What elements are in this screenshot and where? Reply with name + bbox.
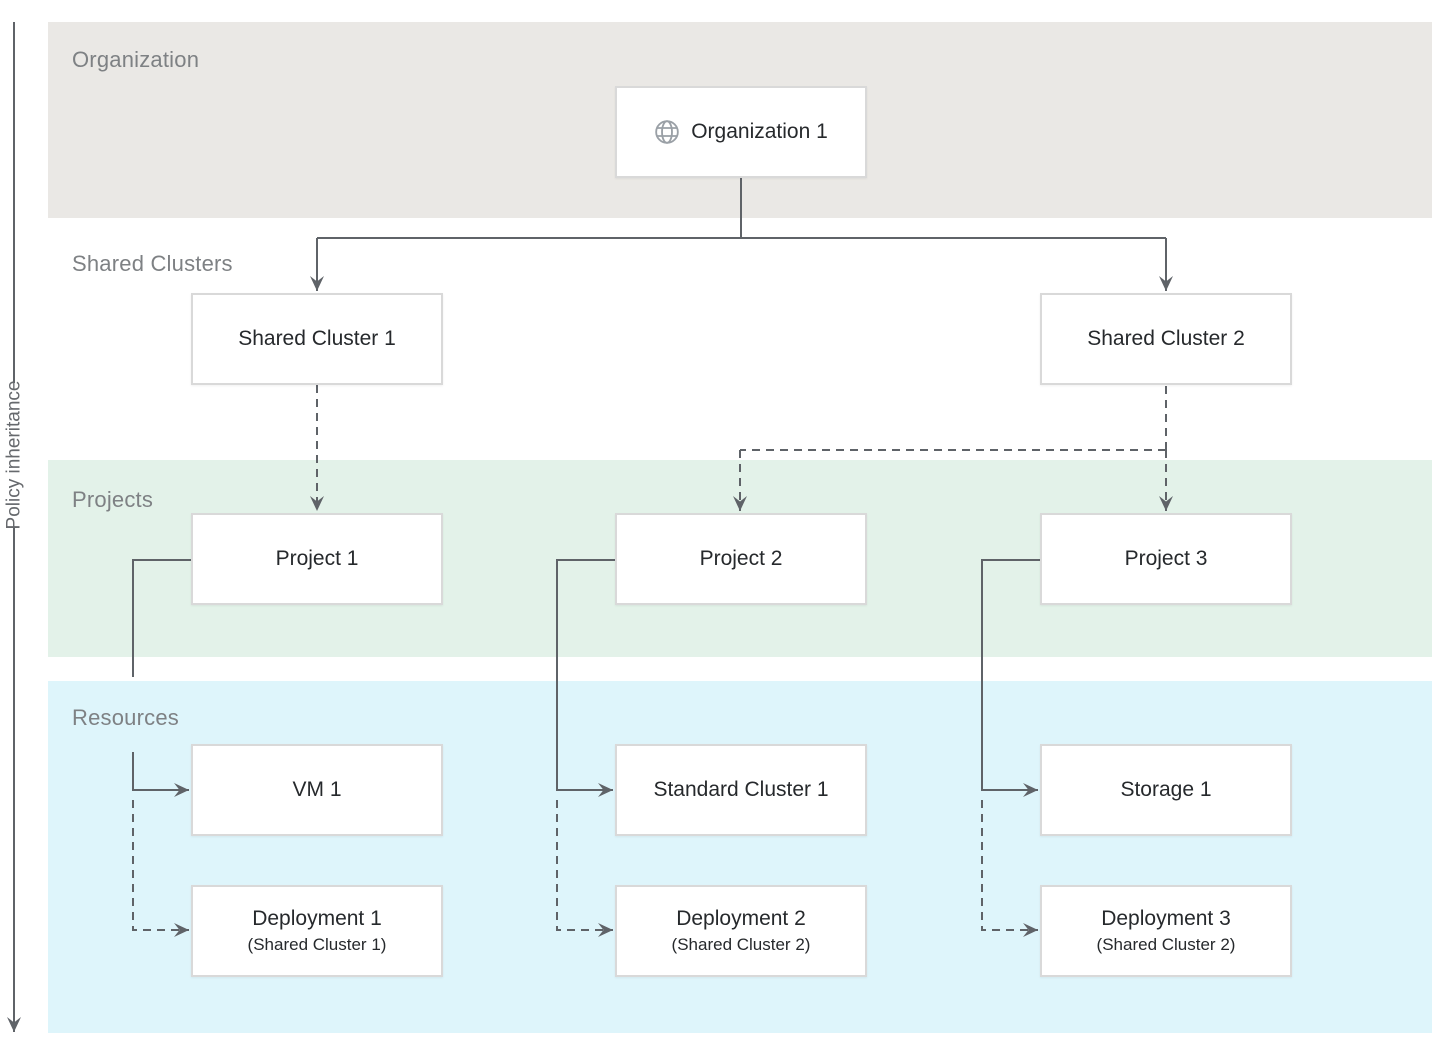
vm-1-node: VM 1 bbox=[191, 744, 443, 836]
globe-icon bbox=[655, 120, 679, 144]
resources-band bbox=[48, 681, 1432, 1033]
shared-clusters-band-label: Shared Clusters bbox=[72, 251, 233, 276]
deployment-1-label: Deployment 1 bbox=[252, 907, 382, 930]
project-2-label: Project 2 bbox=[699, 547, 783, 570]
deployment-2-node: Deployment 2 (Shared Cluster 2) bbox=[615, 885, 867, 977]
projects-band-label: Projects bbox=[72, 487, 154, 512]
storage-1-label: Storage 1 bbox=[1120, 778, 1212, 801]
project-3-node: Project 3 bbox=[1040, 513, 1292, 605]
project-1-label: Project 1 bbox=[275, 547, 359, 570]
project-1-node: Project 1 bbox=[191, 513, 443, 605]
shared-cluster-2-node: Shared Cluster 2 bbox=[1040, 293, 1292, 385]
organization-1-label: Organization 1 bbox=[691, 120, 828, 143]
resources-band-label: Resources bbox=[72, 705, 179, 730]
deployment-3-label: Deployment 3 bbox=[1101, 907, 1231, 930]
project-2-node: Project 2 bbox=[615, 513, 867, 605]
shared-cluster-1-node: Shared Cluster 1 bbox=[191, 293, 443, 385]
storage-1-node: Storage 1 bbox=[1040, 744, 1292, 836]
organization-1-node: Organization 1 bbox=[615, 86, 867, 178]
deployment-1-sublabel: (Shared Cluster 1) bbox=[247, 935, 387, 954]
deployment-2-label: Deployment 2 bbox=[676, 907, 806, 930]
shared-cluster-2-label: Shared Cluster 2 bbox=[1087, 327, 1245, 350]
deployment-2-sublabel: (Shared Cluster 2) bbox=[671, 935, 811, 954]
standard-cluster-1-node: Standard Cluster 1 bbox=[615, 744, 867, 836]
deployment-3-sublabel: (Shared Cluster 2) bbox=[1096, 935, 1236, 954]
organization-band-label: Organization bbox=[72, 47, 200, 72]
deployment-3-node: Deployment 3 (Shared Cluster 2) bbox=[1040, 885, 1292, 977]
policy-inheritance-label: Policy inheritance bbox=[3, 380, 25, 530]
project-3-label: Project 3 bbox=[1124, 547, 1208, 570]
standard-cluster-1-label: Standard Cluster 1 bbox=[653, 778, 829, 801]
shared-cluster-1-label: Shared Cluster 1 bbox=[238, 327, 396, 350]
deployment-1-node: Deployment 1 (Shared Cluster 1) bbox=[191, 885, 443, 977]
vm-1-label: VM 1 bbox=[292, 778, 342, 801]
